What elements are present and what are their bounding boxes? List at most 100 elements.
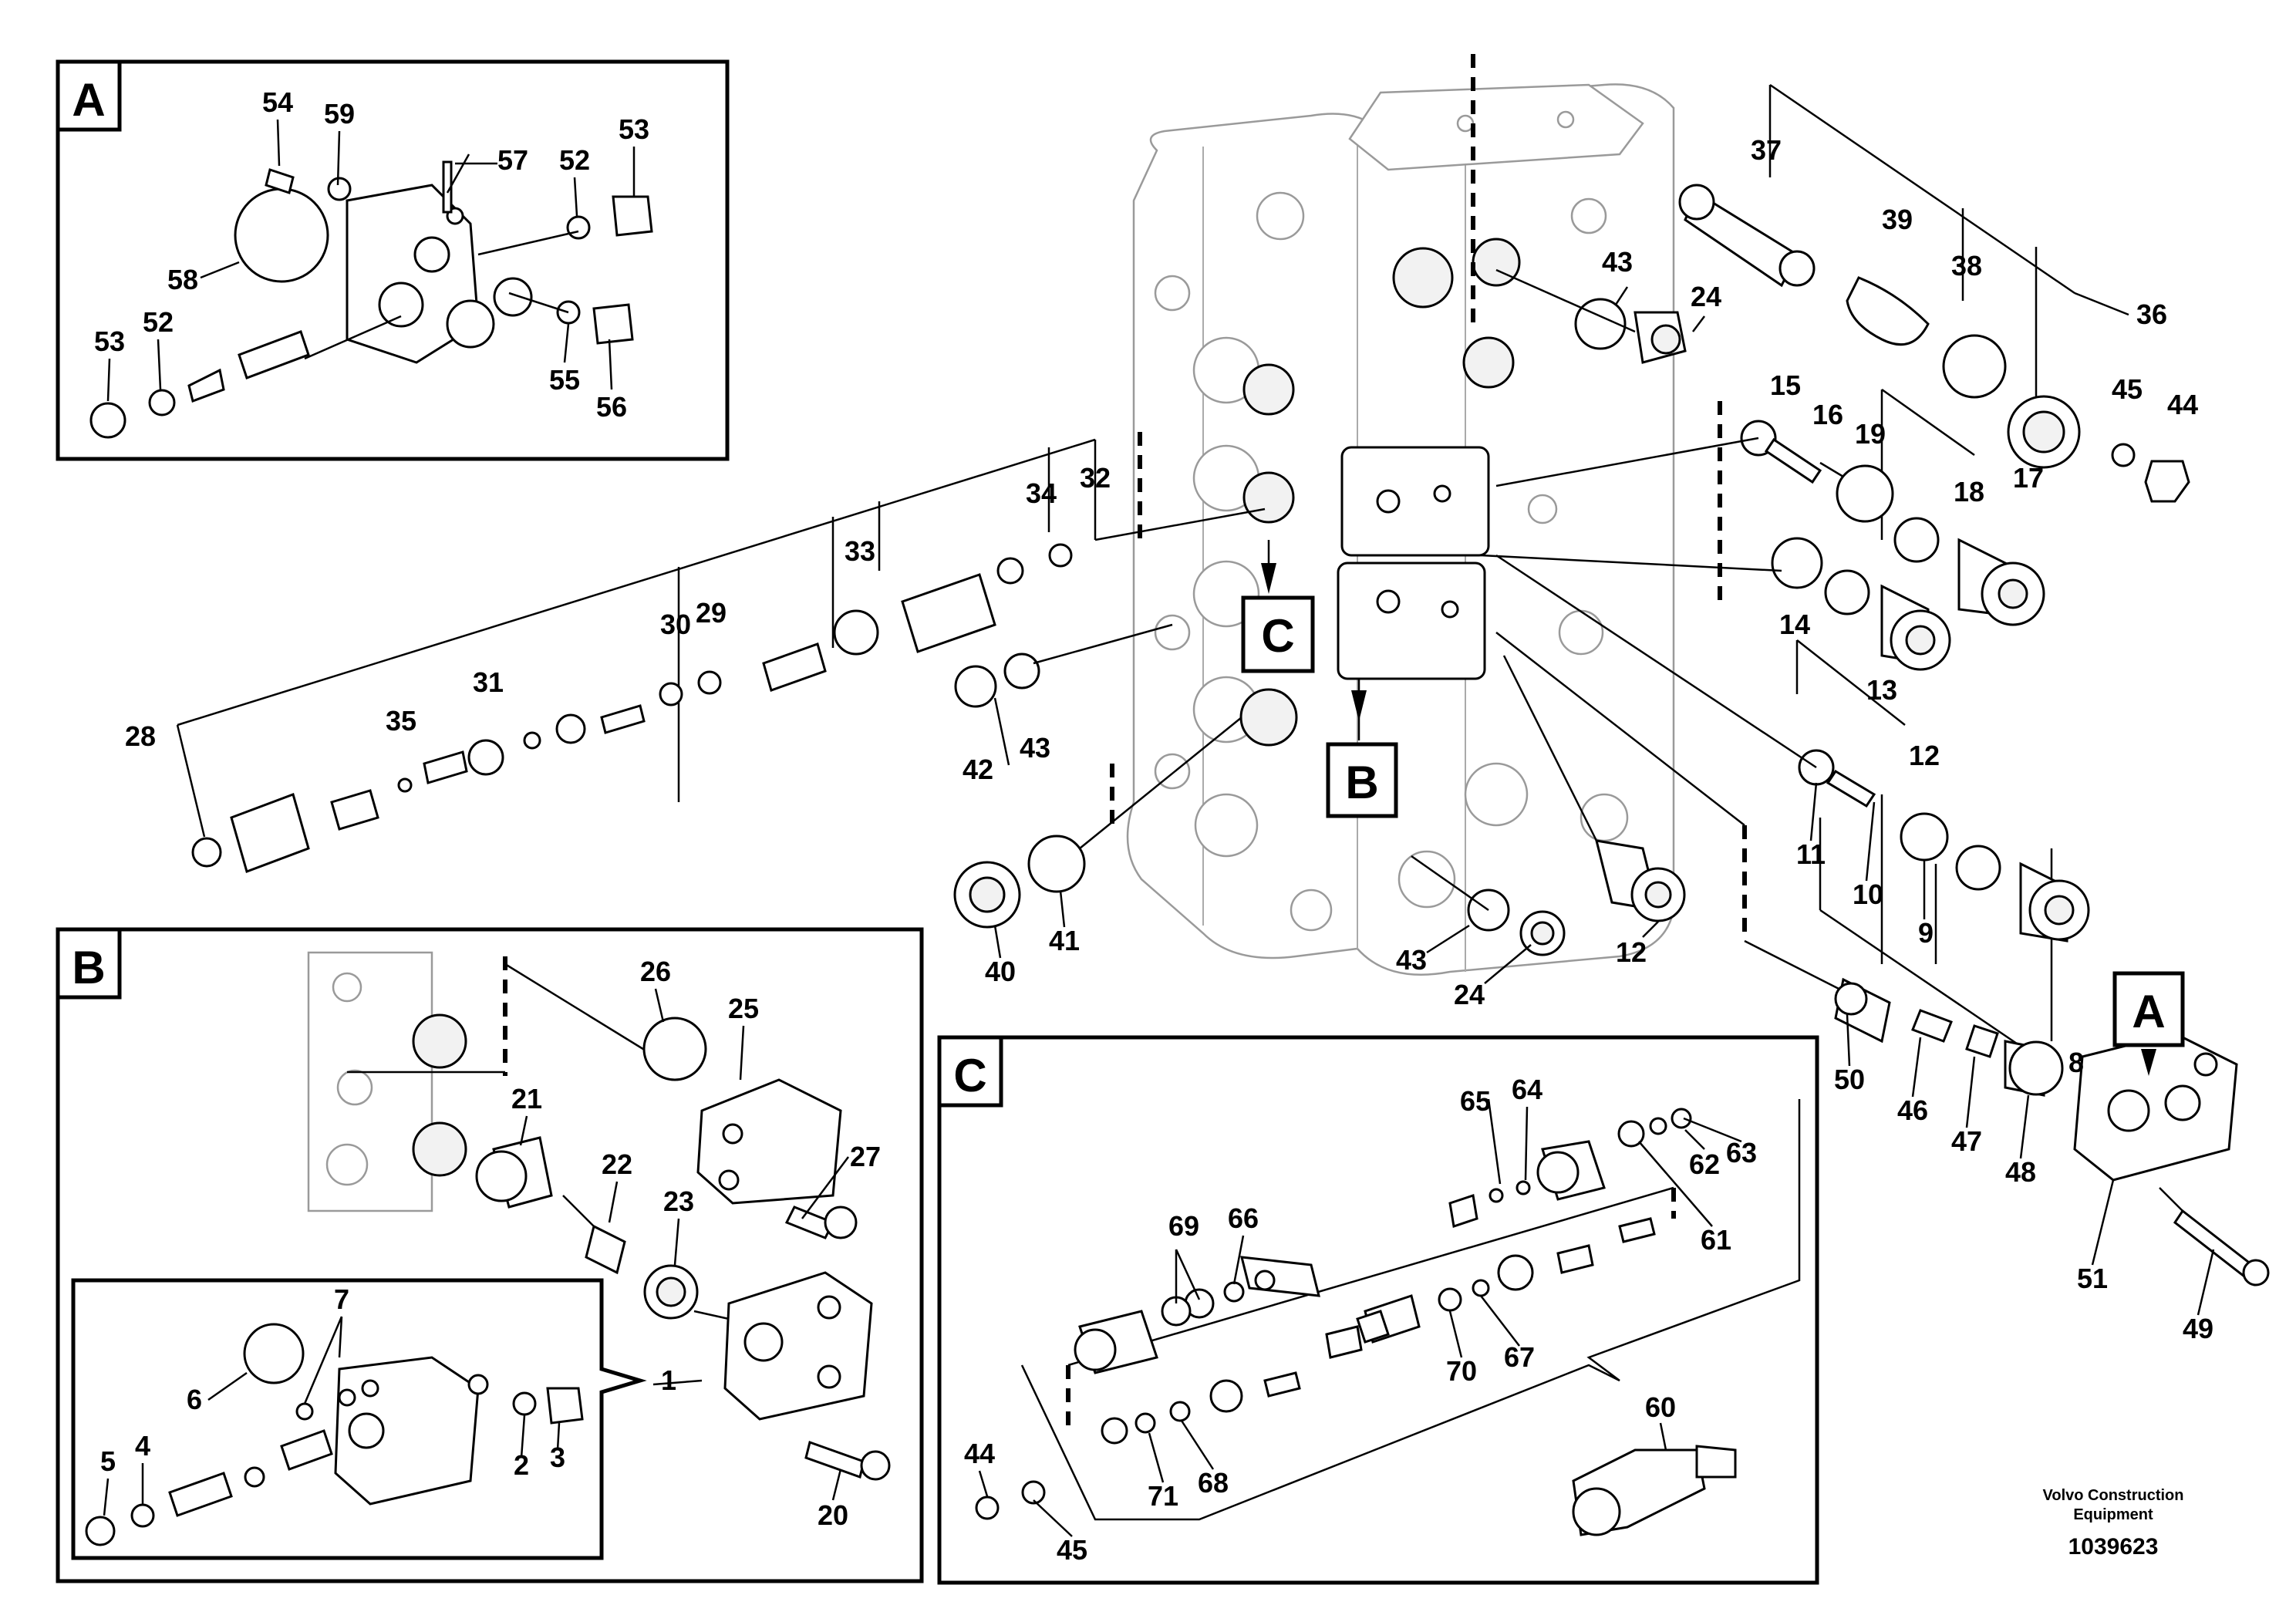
part-number-labels: 54 59 57 52 53 58 53 52 55 56 26 25 21 2… <box>94 86 2213 1566</box>
part-number: 70 <box>1446 1355 1477 1387</box>
part-number: 49 <box>2183 1313 2213 1344</box>
part-number: 3 <box>550 1442 565 1473</box>
part-number: 64 <box>1512 1074 1542 1105</box>
part-number: 43 <box>1020 732 1050 764</box>
part-number: 50 <box>1834 1064 1865 1095</box>
part-number: 17 <box>2013 462 2044 494</box>
part-number: 71 <box>1148 1480 1178 1512</box>
part-number: 62 <box>1689 1148 1720 1180</box>
part-number: 24 <box>1691 281 1721 312</box>
part-number: 51 <box>2077 1263 2108 1294</box>
part-number: 5 <box>100 1445 116 1477</box>
part-number: 48 <box>2005 1156 2036 1188</box>
main-assembly-parts <box>176 83 2270 1286</box>
part-number: 63 <box>1726 1137 1757 1168</box>
part-number: 38 <box>1951 250 1982 282</box>
inset-c: C <box>937 1035 1819 1585</box>
drawing-reference-number: 1039623 <box>2068 1534 2159 1560</box>
callout-marker-b: B <box>1326 679 1398 818</box>
part-number: 23 <box>663 1185 694 1217</box>
part-number: 68 <box>1198 1467 1229 1499</box>
part-number: 14 <box>1779 609 1810 640</box>
part-number: 44 <box>2167 389 2198 420</box>
inset-a-label: A <box>72 74 105 126</box>
inset-a: A <box>56 59 730 461</box>
leader-lines <box>103 119 2215 1537</box>
control-valve-housing <box>1126 83 1675 976</box>
part-number: 12 <box>1616 936 1647 968</box>
part-number: 29 <box>696 597 727 629</box>
part-number: 12 <box>1909 740 1940 771</box>
inset-c-label: C <box>953 1050 986 1101</box>
part-number: 7 <box>334 1283 349 1315</box>
part-number: 10 <box>1853 878 1883 910</box>
part-number: 30 <box>660 609 691 640</box>
part-number: 58 <box>167 264 198 295</box>
part-number: 43 <box>1602 246 1633 278</box>
part-number: 45 <box>1057 1534 1087 1566</box>
part-number: 32 <box>1080 462 1111 494</box>
part-number: 31 <box>473 666 504 698</box>
marker-c: C <box>1261 610 1294 662</box>
part-number: 57 <box>497 144 528 176</box>
company-line2: Equipment <box>2073 1506 2153 1523</box>
part-number: 69 <box>1168 1210 1199 1242</box>
part-number: 59 <box>324 98 355 130</box>
part-number: 46 <box>1897 1094 1928 1126</box>
part-number: 40 <box>985 956 1016 987</box>
part-number: 53 <box>619 113 649 145</box>
marker-b: B <box>1345 757 1378 808</box>
part-number: 54 <box>262 86 293 118</box>
part-number: 66 <box>1228 1202 1259 1234</box>
part-number: 26 <box>640 956 671 987</box>
part-number: 65 <box>1460 1085 1491 1117</box>
part-number: 42 <box>963 754 993 785</box>
inset-b: B <box>56 927 924 1583</box>
part-number: 34 <box>1026 477 1057 509</box>
callout-marker-c: C <box>1241 540 1315 673</box>
part-number: 18 <box>1954 476 1984 508</box>
part-number: 52 <box>143 306 174 338</box>
part-number: 22 <box>602 1148 632 1180</box>
part-number: 61 <box>1701 1224 1731 1256</box>
part-number: 27 <box>850 1141 881 1172</box>
part-number: 19 <box>1855 418 1886 450</box>
marker-a: A <box>2132 986 2165 1037</box>
part-number: 36 <box>2136 298 2167 330</box>
part-number: 45 <box>2112 373 2143 405</box>
part-number: 56 <box>596 391 627 423</box>
part-number: 25 <box>728 993 759 1024</box>
part-number: 15 <box>1770 369 1801 401</box>
part-number: 16 <box>1812 399 1843 430</box>
part-number: 67 <box>1504 1341 1535 1373</box>
part-number: 8 <box>2068 1047 2084 1078</box>
part-number: 60 <box>1645 1391 1676 1423</box>
part-number: 53 <box>94 325 125 357</box>
part-number: 52 <box>559 144 590 176</box>
part-number: 35 <box>386 705 416 737</box>
part-number: 13 <box>1866 674 1897 706</box>
footer: Volvo Construction Equipment 1039623 <box>2043 1487 2184 1560</box>
inset-b-label: B <box>72 942 105 993</box>
part-number: 28 <box>125 720 156 752</box>
part-number: 4 <box>135 1430 150 1462</box>
part-number: 44 <box>964 1438 995 1469</box>
part-number: 39 <box>1882 204 1913 235</box>
part-number: 2 <box>514 1449 529 1481</box>
part-number: 21 <box>511 1083 542 1114</box>
part-number: 47 <box>1951 1125 1982 1157</box>
part-number: 11 <box>1796 838 1826 870</box>
part-number: 9 <box>1918 917 1934 949</box>
part-number: 41 <box>1049 925 1080 956</box>
part-number: 55 <box>549 364 580 396</box>
part-number: 1 <box>661 1364 676 1396</box>
part-number: 43 <box>1396 944 1427 976</box>
part-number: 37 <box>1751 134 1782 166</box>
part-number: 20 <box>818 1499 848 1531</box>
company-line1: Volvo Construction <box>2043 1487 2184 1504</box>
part-number: 24 <box>1454 979 1485 1010</box>
part-number: 33 <box>845 535 875 567</box>
callout-marker-a: A <box>2112 971 2185 1076</box>
part-number: 6 <box>187 1384 202 1415</box>
